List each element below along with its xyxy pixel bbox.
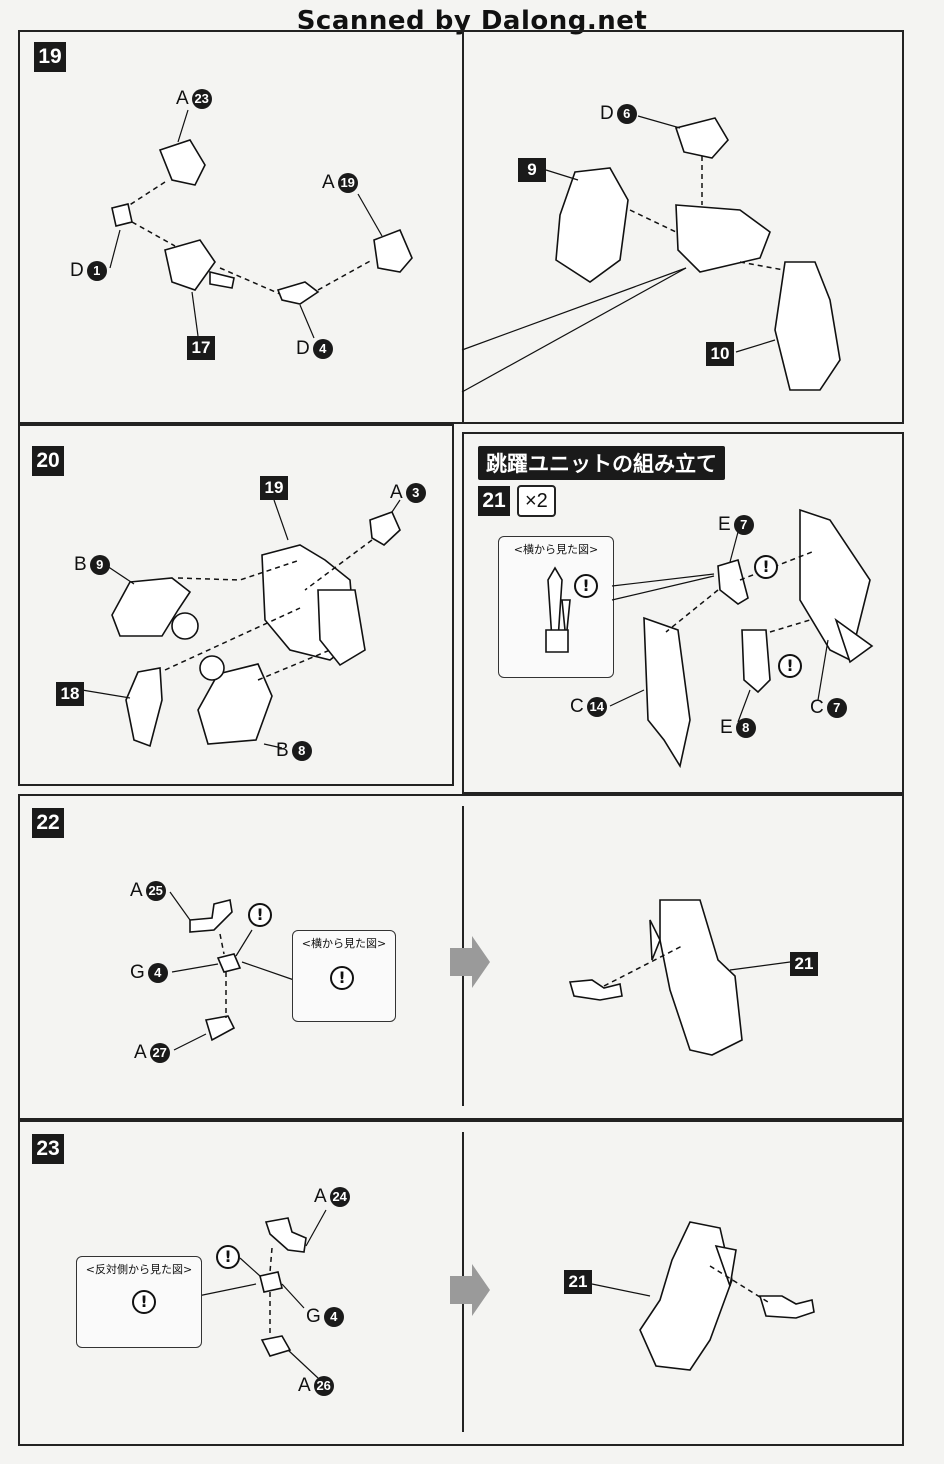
label-part-17: 17 <box>187 336 215 360</box>
divider <box>462 32 464 422</box>
step-20-panel <box>18 424 454 786</box>
step-number: 19 <box>34 42 66 72</box>
label-part-19: 19 <box>260 476 288 500</box>
caution-icon: ! <box>330 966 354 990</box>
multiplier: ×2 <box>517 485 556 517</box>
label-part-9: 9 <box>518 158 546 182</box>
note-title: <横から見た図> <box>301 937 387 950</box>
caution-icon: ! <box>216 1245 240 1269</box>
step-number: 21 <box>478 486 510 516</box>
step-19-panel <box>18 30 904 424</box>
caution-icon: ! <box>574 574 598 598</box>
label-part-10: 10 <box>706 342 734 366</box>
label-part-18: 18 <box>56 682 84 706</box>
side-view-note: <横から見た図> <box>498 536 614 678</box>
note-title: <横から見た図> <box>513 543 599 556</box>
caution-icon: ! <box>754 555 778 579</box>
caution-icon: ! <box>778 654 802 678</box>
step-number: 22 <box>32 808 64 838</box>
note-title: <反対側から見た図> <box>85 1263 193 1276</box>
caution-icon: ! <box>132 1290 156 1314</box>
step-number: 23 <box>32 1134 64 1164</box>
step-number: 20 <box>32 446 64 476</box>
section-title: 跳躍ユニットの組み立て <box>478 446 725 480</box>
caution-icon: ! <box>248 903 272 927</box>
step-21-panel <box>462 432 904 794</box>
label-part-21: 21 <box>790 952 818 976</box>
label-part-21: 21 <box>564 1270 592 1294</box>
